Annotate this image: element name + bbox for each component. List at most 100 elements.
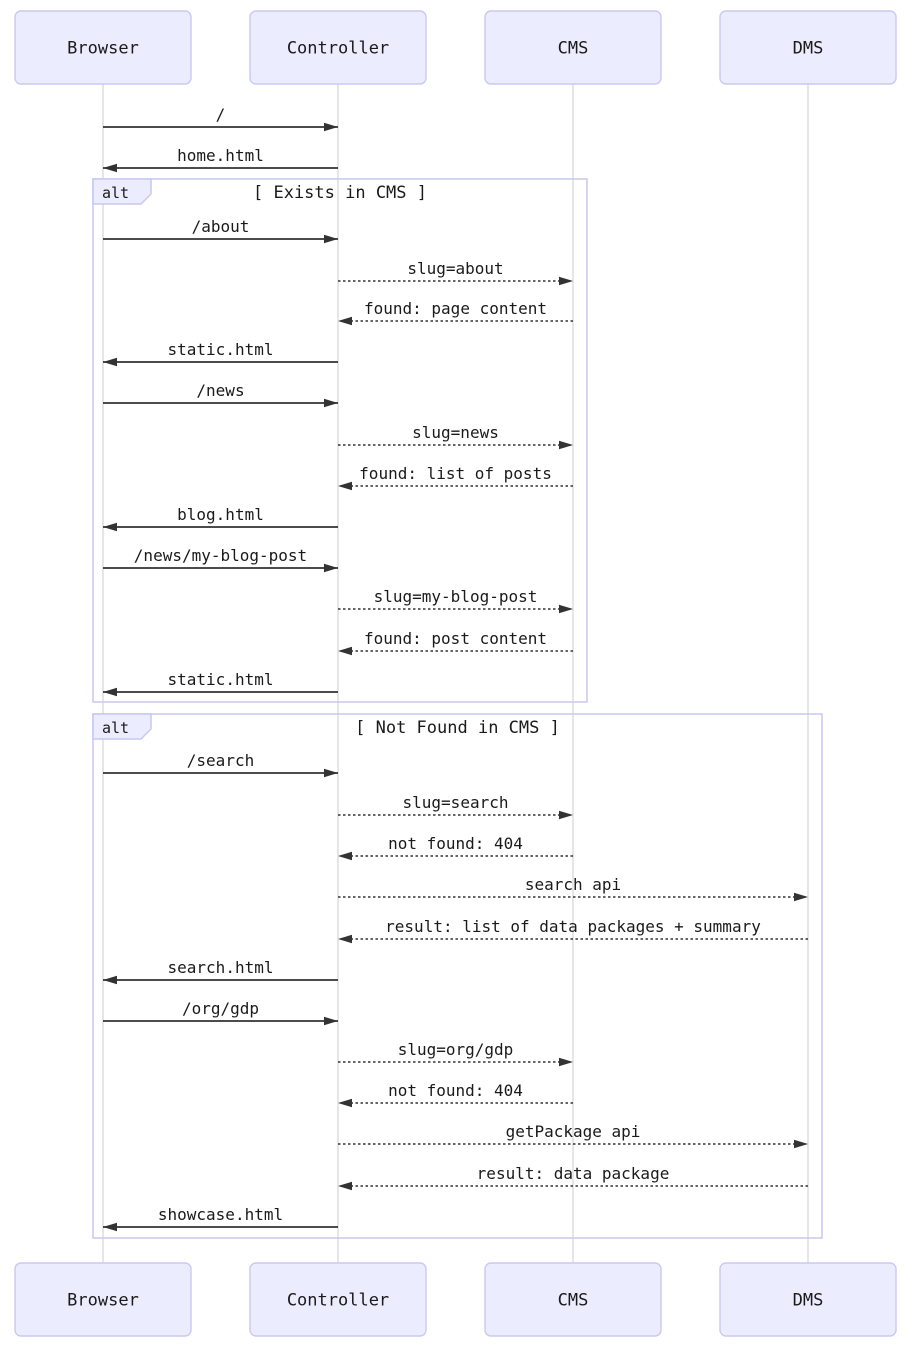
message-org-gdp: /org/gdp xyxy=(103,999,338,1026)
actor-label-bottom-browser: Browser xyxy=(67,1291,139,1311)
message-found-list-of-posts: found: list of posts xyxy=(338,464,573,491)
arrowhead xyxy=(324,234,338,244)
arrowhead xyxy=(103,687,117,697)
message-label: result: data package xyxy=(477,1164,670,1183)
message-about: /about xyxy=(103,217,338,244)
message-not-found-404: not found: 404 xyxy=(338,1081,573,1108)
actor-label-top-cms: CMS xyxy=(558,39,589,59)
arrowhead xyxy=(559,810,573,820)
message-static-html: static.html xyxy=(103,670,338,697)
arrowhead xyxy=(559,1057,573,1067)
message-label: /search xyxy=(187,751,254,770)
message-label: /news xyxy=(196,381,244,400)
arrowhead xyxy=(324,122,338,132)
message-label: found: page content xyxy=(364,299,547,318)
message-getpackage-api: getPackage api xyxy=(338,1122,808,1149)
message-slug-search: slug=search xyxy=(338,793,573,820)
actor-box-bottom-browser xyxy=(14,1262,192,1337)
message-not-found-404: not found: 404 xyxy=(338,834,573,861)
message-label: slug=my-blog-post xyxy=(374,587,538,606)
alt-frame-tab xyxy=(92,713,152,740)
alt-frame-condition: [ Not Found in CMS ] xyxy=(355,718,560,738)
alt-frame-border xyxy=(92,178,588,703)
alt-frame-keyword: alt xyxy=(102,184,129,202)
message-showcase-html: showcase.html xyxy=(103,1205,338,1232)
message-result-list-of-data-packages-summary: result: list of data packages + summary xyxy=(338,917,808,944)
arrowhead xyxy=(103,522,117,532)
message-label: home.html xyxy=(177,146,264,165)
actor-label-top-browser: Browser xyxy=(67,39,139,59)
alt-frame-not-found-in-cms: alt[ Not Found in CMS ] xyxy=(92,713,823,1239)
alt-frame-border xyxy=(92,713,823,1239)
message-label: blog.html xyxy=(177,505,264,524)
arrowhead xyxy=(338,646,352,656)
message-label: slug=search xyxy=(403,793,509,812)
message-label: not found: 404 xyxy=(388,1081,523,1100)
message-root: / xyxy=(103,105,338,132)
message-label: static.html xyxy=(168,340,274,359)
message-label: / xyxy=(216,105,226,124)
message-result-data-package: result: data package xyxy=(338,1164,808,1191)
arrowhead xyxy=(103,1222,117,1232)
arrowhead xyxy=(794,892,808,902)
message-news-my-blog-post: /news/my-blog-post xyxy=(103,546,338,573)
message-search-api: search api xyxy=(338,875,808,902)
arrowhead xyxy=(324,398,338,408)
message-slug-news: slug=news xyxy=(338,423,573,450)
message-label: found: list of posts xyxy=(359,464,552,483)
message-slug-org-gdp: slug=org/gdp xyxy=(338,1040,573,1067)
message-label: result: list of data packages + summary xyxy=(385,917,761,936)
message-label: getPackage api xyxy=(506,1122,641,1141)
message-home-html: home.html xyxy=(103,146,338,173)
message-label: /org/gdp xyxy=(182,999,259,1018)
actor-box-top-controller xyxy=(249,10,427,85)
arrowhead xyxy=(559,276,573,286)
message-label: slug=org/gdp xyxy=(398,1040,514,1059)
arrowhead xyxy=(559,440,573,450)
actor-box-top-browser xyxy=(14,10,192,85)
message-label: slug=news xyxy=(412,423,499,442)
message-label: showcase.html xyxy=(158,1205,283,1224)
actor-box-bottom-dms xyxy=(719,1262,897,1337)
message-static-html: static.html xyxy=(103,340,338,367)
arrowhead xyxy=(559,604,573,614)
message-slug-my-blog-post: slug=my-blog-post xyxy=(338,587,573,614)
arrowhead xyxy=(103,163,117,173)
message-label: not found: 404 xyxy=(388,834,523,853)
message-slug-about: slug=about xyxy=(338,259,573,286)
arrowhead xyxy=(324,563,338,573)
message-label: static.html xyxy=(168,670,274,689)
actor-box-top-cms xyxy=(484,10,662,85)
actor-label-bottom-dms: DMS xyxy=(793,1291,824,1311)
arrowhead xyxy=(103,975,117,985)
message-label: /about xyxy=(192,217,250,236)
arrowhead xyxy=(338,1181,352,1191)
arrowhead xyxy=(338,1098,352,1108)
message-label: search api xyxy=(525,875,621,894)
actor-label-top-dms: DMS xyxy=(793,39,824,59)
actor-box-bottom-controller xyxy=(249,1262,427,1337)
actor-label-top-controller: Controller xyxy=(287,39,389,59)
arrowhead xyxy=(338,851,352,861)
message-label: found: post content xyxy=(364,629,547,648)
actors: BrowserBrowserControllerControllerCMSCMS… xyxy=(14,10,897,1337)
message-found-page-content: found: page content xyxy=(338,299,573,326)
message-found-post-content: found: post content xyxy=(338,629,573,656)
message-search-html: search.html xyxy=(103,958,338,985)
actor-box-top-dms xyxy=(719,10,897,85)
arrowhead xyxy=(338,934,352,944)
message-label: /news/my-blog-post xyxy=(134,546,307,565)
arrowhead xyxy=(324,768,338,778)
arrowhead xyxy=(324,1016,338,1026)
message-label: search.html xyxy=(168,958,274,977)
message-search: /search xyxy=(103,751,338,778)
arrowhead xyxy=(794,1139,808,1149)
arrowhead xyxy=(338,316,352,326)
actor-label-bottom-controller: Controller xyxy=(287,1291,389,1311)
alt-frame-tab xyxy=(92,178,152,205)
message-blog-html: blog.html xyxy=(103,505,338,532)
message-label: slug=about xyxy=(407,259,503,278)
message-news: /news xyxy=(103,381,338,408)
